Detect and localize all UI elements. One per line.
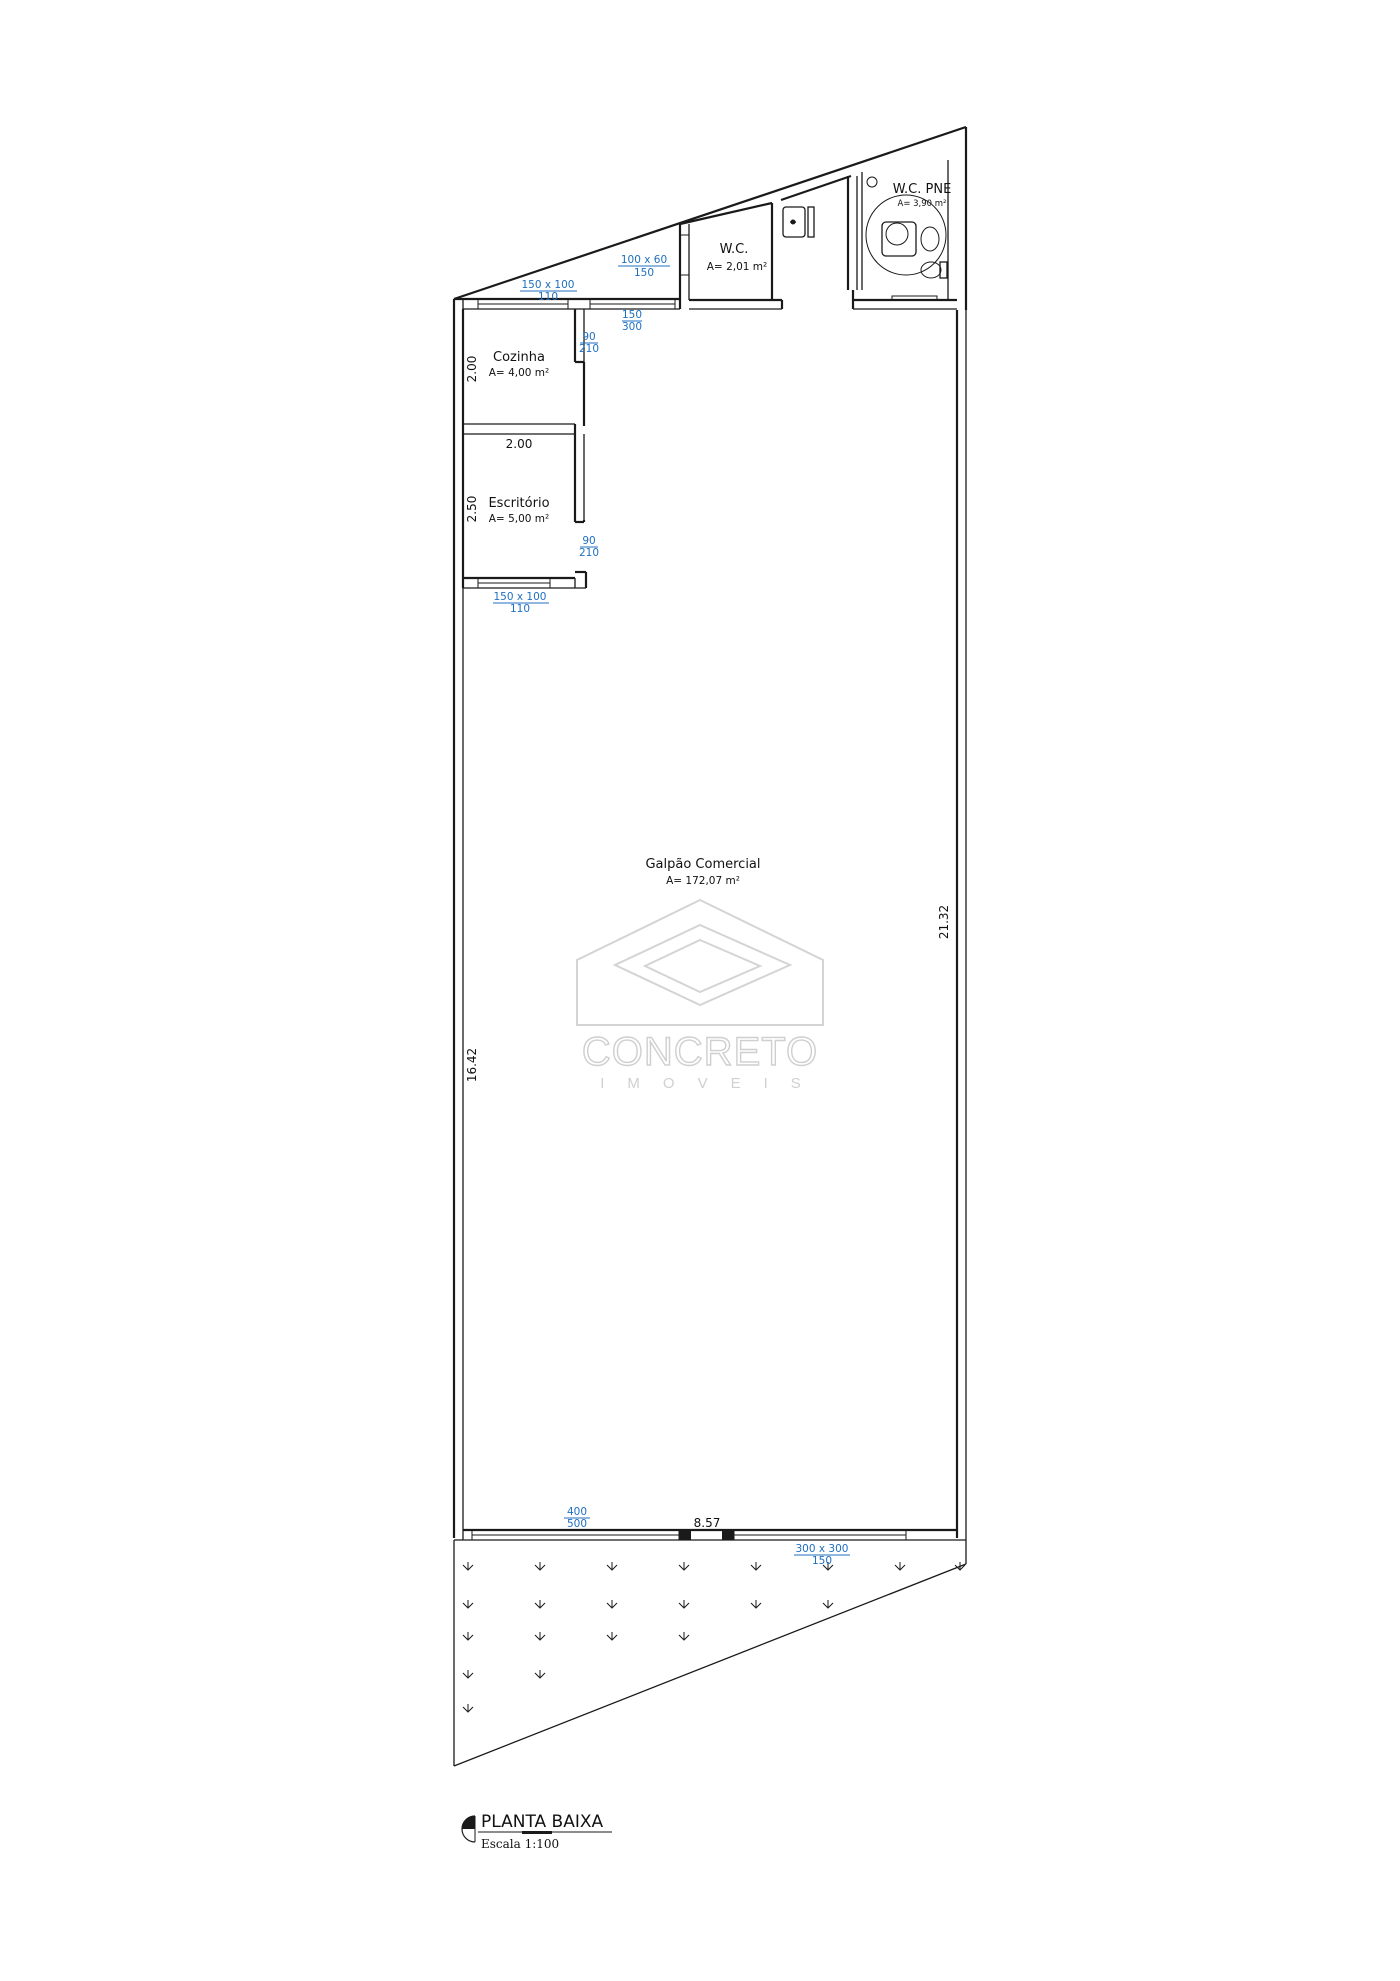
- slope-arrow-icon: [750, 1600, 762, 1609]
- slope-arrow-icon: [462, 1704, 474, 1713]
- window-wc-sill: 150: [634, 267, 654, 279]
- window-top-left-sill: 110: [538, 291, 558, 303]
- slope-arrow-icon: [606, 1632, 618, 1641]
- slope-arrow-icon: [462, 1600, 474, 1609]
- dim-escritorio-height: 2.50: [465, 496, 479, 523]
- window-escritorio-sill: 110: [510, 603, 530, 615]
- slope-arrow-icon: [462, 1562, 474, 1571]
- watermark-logo: CONCRETO IMOVEIS: [576, 898, 824, 1092]
- room-wc-name: W.C.: [720, 242, 749, 257]
- room-wc-area: A= 2,01 m²: [707, 261, 767, 273]
- slope-arrow-icon: [462, 1632, 474, 1641]
- slope-arrow-icon: [822, 1600, 834, 1609]
- slope-arrow-icon: [678, 1600, 690, 1609]
- turning-circle: [865, 194, 947, 276]
- room-wcpne-name: W.C. PNE: [893, 182, 952, 197]
- dim-front-width: 8.57: [694, 1516, 721, 1530]
- plan-scale: Escala 1:100: [481, 1837, 559, 1851]
- watermark-brand: CONCRETO: [582, 1030, 818, 1074]
- slope-arrow-icon: [822, 1562, 834, 1571]
- dim-escritorio-width: 2.00: [506, 437, 533, 451]
- door-cozinha-bottom: 210: [579, 343, 599, 355]
- slope-arrow-icon: [606, 1600, 618, 1609]
- dim-cozinha-height: 2.00: [465, 356, 479, 383]
- dim-right-wall: 21.32: [937, 905, 951, 939]
- slope-arrow-icon: [606, 1562, 618, 1571]
- door-front-right-sill: 150: [812, 1555, 832, 1567]
- slope-arrow-icon: [894, 1562, 906, 1571]
- slope-arrow-icon: [534, 1600, 546, 1609]
- slope-arrow-icon: [954, 1562, 966, 1571]
- door-front-right-size: 300 x 300: [796, 1543, 849, 1555]
- room-galpao-area: A= 172,07 m²: [666, 875, 740, 887]
- room-wcpne-area: A= 3,90 m²: [898, 199, 947, 209]
- window-top-left-size: 150 x 100: [522, 279, 575, 291]
- wheelchair-icon: [881, 221, 917, 257]
- toilet-icon: [920, 261, 942, 279]
- slope-arrow-icon: [678, 1562, 690, 1571]
- door-escritorio-bottom: 210: [579, 547, 599, 559]
- room-escritorio-area: A= 5,00 m²: [489, 513, 549, 525]
- slope-arrow-icon: [750, 1562, 762, 1571]
- top-inner-walls: [454, 160, 957, 310]
- room-escritorio-name: Escritório: [488, 496, 549, 511]
- door-front-left-top: 400: [567, 1506, 587, 1518]
- title-block: PLANTA BAIXA Escala 1:100: [461, 1812, 612, 1851]
- dim-left-wall: 16.42: [465, 1048, 479, 1082]
- slope-arrow-icon: [462, 1670, 474, 1679]
- door-front-left-bottom: 500: [567, 1518, 587, 1530]
- plan-title: PLANTA BAIXA: [481, 1812, 604, 1832]
- window-wc-size: 100 x 60: [621, 254, 667, 266]
- door-cozinha-top: 90: [582, 331, 595, 343]
- room-cozinha-area: A= 4,00 m²: [489, 367, 549, 379]
- window-wc: [679, 234, 690, 276]
- room-cozinha-name: Cozinha: [493, 350, 545, 365]
- ground-slope-arrows: [462, 1562, 966, 1713]
- slope-arrow-icon: [534, 1632, 546, 1641]
- front-openings: [471, 1529, 907, 1541]
- watermark-sub: IMOVEIS: [600, 1075, 824, 1092]
- door-top-top: 150: [622, 309, 642, 321]
- window-escritorio-size: 150 x 100: [494, 591, 547, 603]
- opening-labels: 150 x 100 110 100 x 60 150 150 300 90 21…: [493, 254, 850, 1567]
- side-rooms: [461, 309, 588, 589]
- slope-arrow-icon: [678, 1632, 690, 1641]
- slope-arrow-icon: [534, 1562, 546, 1571]
- slope-arrow-icon: [534, 1670, 546, 1679]
- door-escritorio-top: 90: [582, 535, 595, 547]
- door-top-bottom: 300: [622, 321, 642, 333]
- room-galpao-name: Galpão Comercial: [645, 857, 760, 872]
